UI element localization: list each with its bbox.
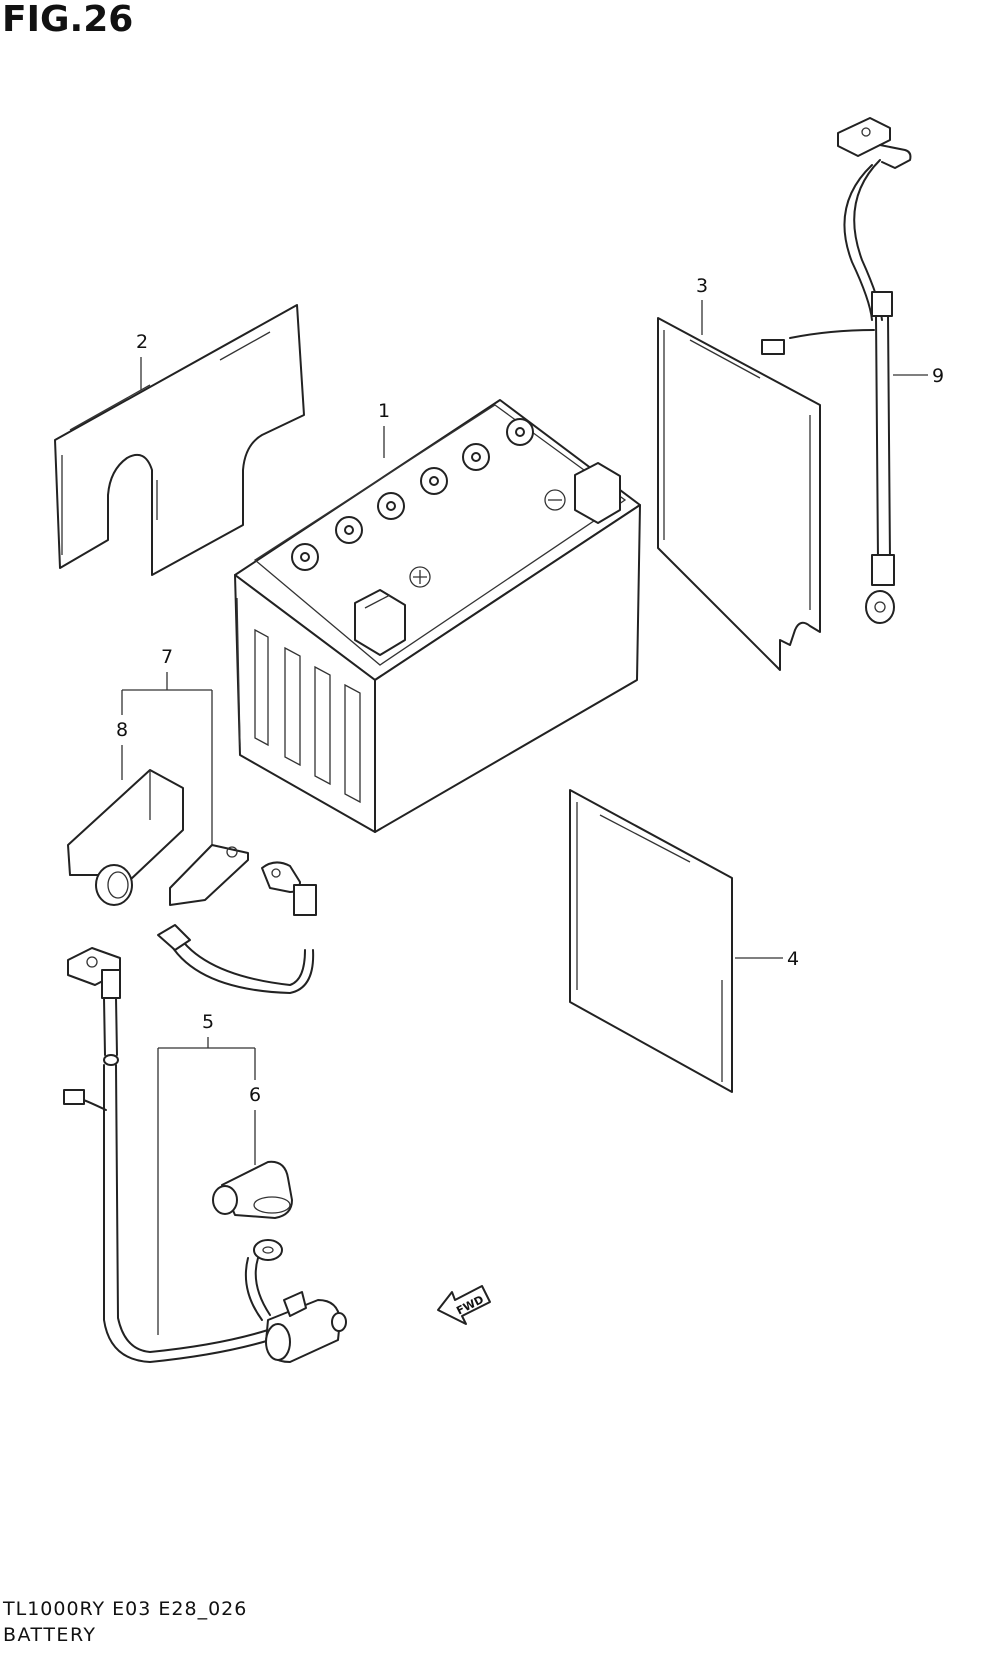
callout-3: 3	[696, 275, 708, 335]
callout-3-label: 3	[696, 275, 708, 297]
battery-pad-bottom	[569, 789, 733, 1093]
figure-title: FIG.26	[2, 0, 134, 40]
callout-2: 2	[136, 331, 148, 390]
battery	[234, 399, 641, 833]
terminal-cap	[212, 1160, 293, 1219]
callout-5-label: 5	[202, 1011, 214, 1033]
model-code: TL1000RY E03 E28_026	[3, 1598, 248, 1620]
callout-9-label: 9	[932, 365, 944, 387]
callout-4: 4	[735, 948, 799, 970]
battery-pad-right	[657, 317, 821, 671]
section-name: BATTERY	[3, 1624, 97, 1646]
callout-9: 9	[893, 365, 944, 387]
callout-7-8-bracket: 7 8	[116, 646, 213, 845]
battery-cable-positive	[157, 844, 317, 994]
callout-4-label: 4	[787, 948, 799, 970]
callout-6-label: 6	[249, 1084, 261, 1106]
callout-5-6-bracket: 5 6	[157, 1011, 261, 1335]
callout-1: 1	[378, 400, 390, 458]
callout-1-label: 1	[378, 400, 390, 422]
fwd-direction-marker: FWD	[437, 1285, 491, 1325]
callout-2-label: 2	[136, 331, 148, 353]
callout-8-label: 8	[116, 719, 128, 741]
callout-7-label: 7	[161, 646, 173, 668]
battery-pad-left	[54, 304, 305, 576]
lead-wire	[63, 947, 347, 1363]
battery-cable-negative	[761, 117, 912, 624]
terminal-cover	[67, 769, 184, 906]
